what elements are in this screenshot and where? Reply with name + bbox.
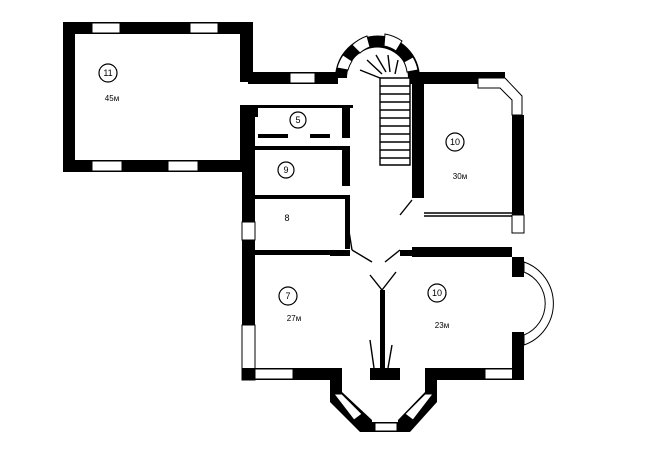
bottom-bay	[330, 380, 437, 432]
lower-wing-walls	[241, 249, 554, 381]
room-11-number: 11	[103, 68, 112, 78]
room-9-number: 9	[283, 165, 288, 175]
room-11-label: 11 45м	[98, 63, 119, 103]
room-9-label: 9	[277, 161, 295, 179]
room-10-bottom-label: 10 23м	[427, 283, 449, 330]
room-5-number: 5	[295, 115, 300, 125]
room-7-label: 7 27м	[278, 286, 301, 323]
stair-tower	[335, 33, 420, 166]
room-8-number: 8	[284, 213, 289, 223]
room-7-number: 7	[285, 291, 290, 301]
room-5-label: 5	[289, 111, 307, 129]
room-8-label: 8	[284, 213, 289, 223]
upper-corridor-walls	[240, 72, 505, 117]
room-10-top-area: 30м	[453, 172, 467, 181]
room-11-walls	[63, 22, 253, 172]
room-10-bottom-number: 10	[432, 288, 442, 298]
room-10-top-walls	[399, 77, 525, 257]
room-10-top-label: 10 30м	[445, 132, 467, 181]
room-10-top-number: 10	[450, 137, 460, 147]
room-10-bottom-area: 23м	[435, 321, 449, 330]
room-7-area: 27м	[287, 314, 301, 323]
room-11-area: 45м	[105, 94, 119, 103]
